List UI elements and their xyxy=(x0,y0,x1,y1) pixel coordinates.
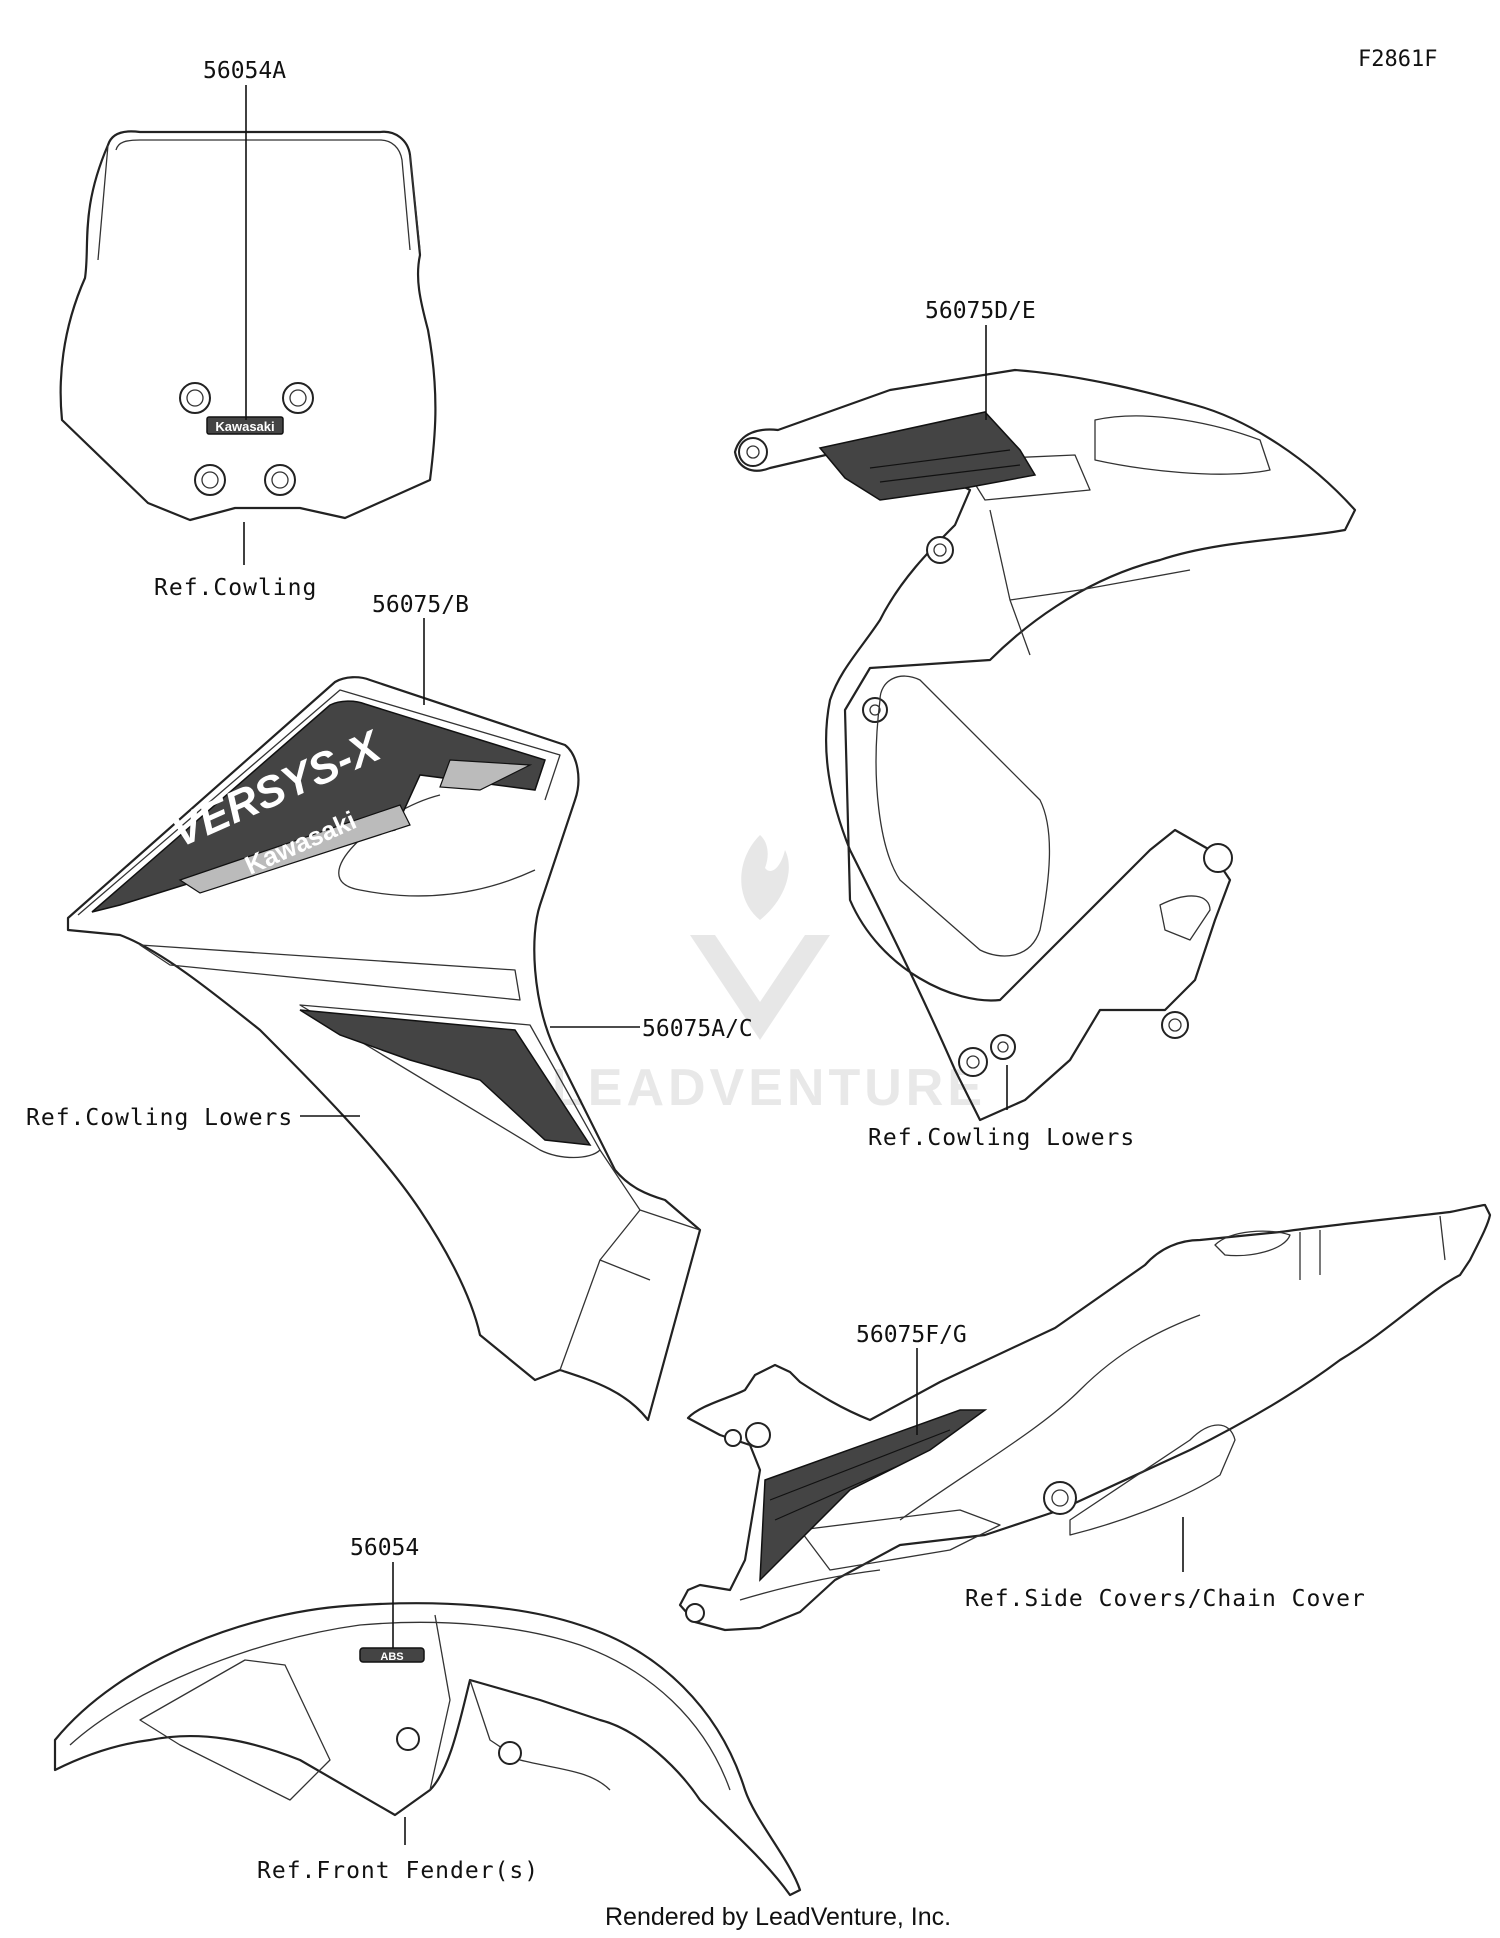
side-cover-decal xyxy=(759,1409,988,1582)
callout-56075d-e: 56075D/E xyxy=(925,298,1036,324)
callout-56075a-c: 56075A/C xyxy=(642,1016,753,1042)
front-fender: ABS xyxy=(53,1602,802,1897)
side-cover xyxy=(678,1203,1492,1632)
callout-ref-cowling-lowers-left: Ref.Cowling Lowers xyxy=(26,1105,293,1131)
cowl-lower-stripe-decal xyxy=(299,1009,592,1146)
callout-ref-cowling-lowers-right: Ref.Cowling Lowers xyxy=(868,1125,1135,1151)
callout-56075-b: 56075/B xyxy=(372,592,469,618)
abs-badge xyxy=(359,1647,425,1663)
callout-56054A: 56054A xyxy=(203,58,286,84)
callout-56054: 56054 xyxy=(350,1535,419,1561)
windshield-logo-decal xyxy=(206,416,284,435)
figure-id: F2861F xyxy=(1358,47,1437,72)
watermark-text: LEADVENTURE xyxy=(552,1059,986,1117)
callout-56075f-g: 56075F/G xyxy=(856,1322,967,1348)
callout-ref-front-fender: Ref.Front Fender(s) xyxy=(257,1858,539,1884)
callout-ref-side-covers: Ref.Side Covers/Chain Cover xyxy=(965,1586,1366,1612)
cowl-stripe-decal xyxy=(178,804,411,894)
cowling-lower-right xyxy=(733,368,1357,1122)
leadventure-watermark: LEADVENTURE xyxy=(552,835,986,1117)
windshield-logo-text: Kawasaki xyxy=(215,419,274,434)
right-cowl-decal xyxy=(818,411,1037,501)
cowling-lower-left: VERSYS-X Kawasaki xyxy=(66,676,702,1422)
abs-badge-text: ABS xyxy=(380,1651,403,1663)
callout-ref-cowling: Ref.Cowling xyxy=(154,575,317,601)
render-credit: Rendered by LeadVenture, Inc. xyxy=(605,1903,951,1931)
windshield: Kawasaki xyxy=(59,130,437,522)
versys-x-decal xyxy=(91,700,546,913)
